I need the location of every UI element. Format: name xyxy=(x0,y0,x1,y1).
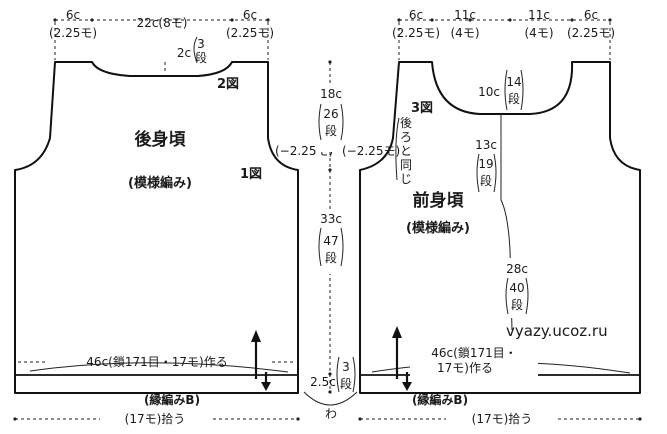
body-height-unit: 段 xyxy=(325,250,337,265)
body-height-cm: 33c xyxy=(320,212,342,226)
border-height-unit: 段 xyxy=(340,376,352,391)
back-cast-on: 46c(鎖171目・17モ)作る xyxy=(86,354,227,369)
watermark: vyazy.ucoz.ru xyxy=(506,322,608,340)
armhole-height-rows: 26 xyxy=(323,107,338,121)
front-side-upper-cm: 13c xyxy=(475,138,497,152)
armhole-height-cm: 18c xyxy=(320,87,342,101)
front-cast-on-1: 46c(鎖171目・ xyxy=(431,345,516,360)
back-neck-depth-unit: 段 xyxy=(195,50,207,65)
front-same-as-back-2: ろ xyxy=(400,130,412,144)
back-piece: 6c (2.25モ) 22c(8モ) 6c (2.25モ) 2c 3 段 2図 … xyxy=(13,8,333,426)
back-top-right-motif: (2.25モ) xyxy=(226,26,274,40)
back-pickup: (17モ)拾う xyxy=(125,411,186,426)
front-side-lower-unit: 段 xyxy=(511,297,523,312)
back-pattern: (模様編み) xyxy=(128,175,192,191)
body-height-rows: 47 xyxy=(323,234,338,248)
back-top-left-sts: 6c xyxy=(66,8,80,22)
front-side-upper-unit: 段 xyxy=(480,173,492,188)
front-same-as-back-4: 同 xyxy=(400,158,412,172)
back-neck-depth-cm: 2c xyxy=(177,46,191,60)
front-top-2-motif: (4モ) xyxy=(451,26,480,40)
front-top-1-motif: (2.25モ) xyxy=(392,26,440,40)
front-neck-depth-cm: 10c xyxy=(478,85,500,99)
back-title: 後身頃 xyxy=(135,129,187,150)
armhole-height-unit: 段 xyxy=(325,123,337,138)
front-side-lower-rows: 40 xyxy=(509,281,524,295)
front-piece: 6c (2.25モ) 11c (4モ) 11c (4モ) 6c (2.25モ) … xyxy=(342,8,642,426)
back-outline xyxy=(14,61,299,394)
front-top-1-sts: 6c xyxy=(409,8,423,22)
front-title: 前身頃 xyxy=(413,190,465,211)
border-height-rows: 3 xyxy=(342,360,350,374)
front-top-dimension xyxy=(397,18,612,60)
front-side-lower-cm: 28c xyxy=(506,262,528,276)
front-same-as-back-5: じ xyxy=(400,172,412,186)
back-fig1: 1図 xyxy=(240,167,262,182)
border-height-cm: 2.5c xyxy=(310,375,336,389)
front-pickup: (17モ)拾う xyxy=(472,411,533,426)
back-top-mid: 22c(8モ) xyxy=(137,16,188,30)
back-neck-depth-rows: 3 xyxy=(197,37,205,51)
front-neck-depth-rows: 14 xyxy=(506,75,521,89)
back-top-dimension xyxy=(53,18,270,60)
front-side-upper-rows: 19 xyxy=(478,157,493,171)
back-knit-direction-arrow xyxy=(251,330,271,391)
front-cast-on-2: 17モ)作る xyxy=(437,361,493,375)
front-knit-direction-arrow xyxy=(392,326,412,391)
front-neck-depth-unit: 段 xyxy=(508,91,520,106)
front-border-label: (縁編みB) xyxy=(412,392,468,407)
front-same-as-back-3: と xyxy=(400,144,412,158)
back-top-left-motif: (2.25モ) xyxy=(49,26,97,40)
front-top-4-motif: (2.25モ) xyxy=(567,26,615,40)
front-top-3-sts: 11c xyxy=(528,8,550,22)
front-top-2-sts: 11c xyxy=(454,8,476,22)
middle-measurements: 18c 26 段 33c 47 段 2.5c 3 段 わ xyxy=(303,60,358,421)
back-neck-depth xyxy=(164,36,198,72)
front-fig3: 3図 xyxy=(411,101,433,116)
back-border-label: (縁編みB) xyxy=(144,392,200,407)
front-outline xyxy=(359,61,641,394)
back-pattern-arc xyxy=(29,362,289,373)
front-top-3-motif: (4モ) xyxy=(525,26,554,40)
front-top-4-sts: 6c xyxy=(584,8,598,22)
front-center-line xyxy=(500,114,513,331)
back-top-right-sts: 6c xyxy=(243,8,257,22)
front-armhole-dec: (−2.25モ) xyxy=(342,144,400,158)
front-pattern: (模様編み) xyxy=(406,220,470,236)
back-fig2: 2図 xyxy=(217,77,239,92)
front-same-as-back-1: 後 xyxy=(400,116,412,130)
wa-label: わ xyxy=(325,407,337,421)
